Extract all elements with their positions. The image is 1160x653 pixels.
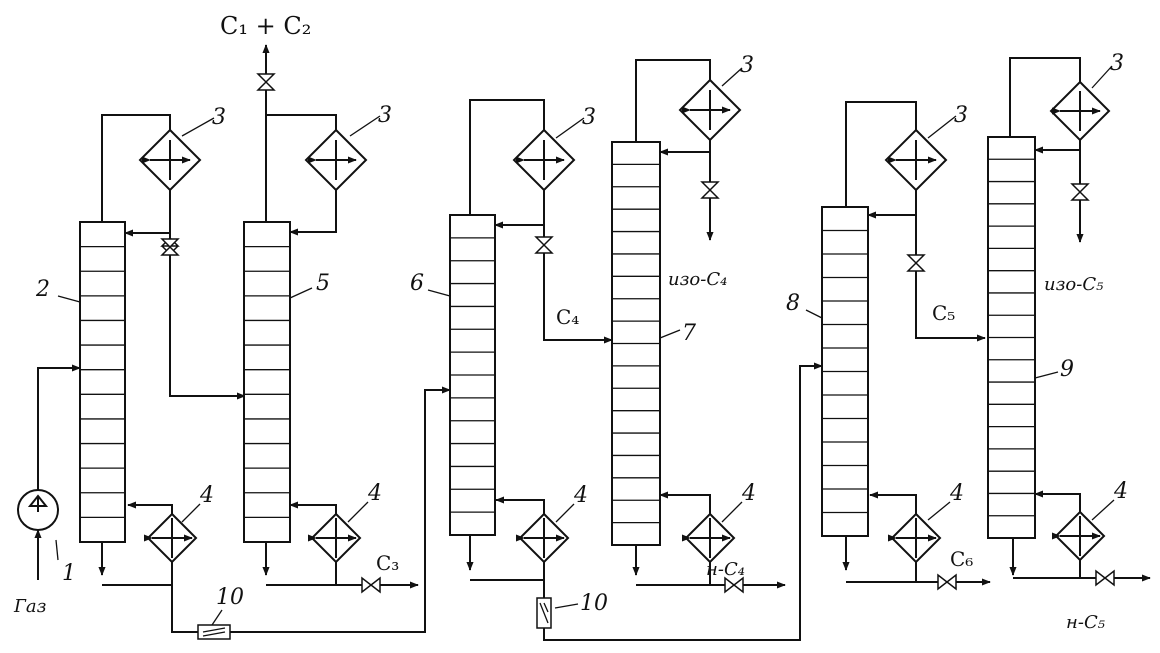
valve-icon [256,73,276,91]
column-7-overhead [635,59,711,142]
number-column-9: 9 [1060,357,1074,382]
column-9 [987,136,1036,539]
column-6-reflux [494,190,545,229]
number-reboiler-a: 4 [199,483,214,508]
reboiler-4-c [515,512,570,564]
column-2-reboiler-feed [102,562,173,586]
throttle-10-a [197,624,231,640]
number-condenser-c: 3 [582,105,596,130]
column-7-n-c4-outlet [636,562,785,585]
throttle-10-b [536,597,552,629]
reboiler-4-d [681,512,736,564]
number-column-8: 8 [786,291,800,316]
column-2-reflux [124,190,171,237]
valve-icon [361,576,381,594]
reboiler-4-e [887,512,942,564]
stream-label-iso-c4: изо-C₄ [668,269,727,290]
number-column-2: 2 [35,277,50,302]
valve-icon [1070,183,1090,201]
stream-label-n-c4: н-C₄ [706,559,745,580]
column-6-reboiler-return [495,496,545,514]
reboiler-4-f [1051,510,1106,562]
stream-label-iso-c5: изо-C₅ [1044,274,1103,295]
valve-icon [937,573,957,591]
number-reboiler-d: 4 [741,481,756,506]
column-8 [821,206,869,537]
condenser-3-c [512,128,576,192]
column-2-to-column-5 [169,233,246,400]
column-2 [79,221,126,543]
stream-label-feed-gas: Газ [13,596,46,617]
number-column-5: 5 [316,271,330,296]
number-throttle-a: 10 [216,585,244,610]
condenser-3-a [138,128,202,192]
stream-label-c1-c2: C₁ + C₂ [220,12,311,40]
column-8-reboiler-return [869,491,917,514]
column-7 [611,141,661,546]
number-condenser-f: 3 [1110,51,1124,76]
column-5-reflux [289,190,337,236]
reboiler-4-a [143,512,198,564]
column-6-overhead [469,99,545,215]
column-6-c4-to-column-7 [543,225,613,344]
number-condenser-e: 3 [954,103,968,128]
throttle-2-to-column-8 [543,362,823,641]
valve-icon [1095,569,1115,587]
stream-label-c3: C₃ [376,551,399,575]
condenser-3-d [678,78,742,142]
throttle-1-to-column-6 [230,386,451,633]
feed-pump-to-column-2 [37,364,81,490]
column-7-reboiler-return [659,491,711,514]
number-reboiler-b: 4 [367,481,382,506]
number-condenser-d: 3 [740,53,754,78]
column-9-n-c5-outlet [1013,560,1150,578]
column-9-reboiler-return [1034,490,1081,512]
number-pump: 1 [62,561,76,586]
valve-icon [534,236,554,254]
valve-icon [724,576,744,594]
number-reboiler-c: 4 [573,483,588,508]
condenser-3-f [1049,80,1111,142]
stream-label-c4: C₄ [556,305,579,329]
column-6 [449,214,496,536]
leader-lines [55,65,1115,626]
valve-icon [906,254,926,272]
condenser-3-e [884,128,948,192]
condenser-3-b [304,128,368,192]
column-2-reboiler-return [127,501,173,514]
column-7-reflux [659,140,711,156]
number-condenser-b: 3 [378,103,392,128]
stream-label-n-c5: н-C₅ [1066,612,1105,633]
reboiler-4-b [307,512,362,564]
valve-icon [700,181,720,199]
column-9-reflux [1034,140,1081,154]
number-reboiler-f: 4 [1113,479,1128,504]
number-condenser-a: 3 [212,105,226,130]
valve-icon [160,238,180,256]
column-9-overhead [1009,57,1081,137]
number-reboiler-e: 4 [949,481,964,506]
column-8-reflux [867,190,917,219]
pump-1 [17,489,59,531]
column-8-overhead [845,101,917,207]
number-throttle-b: 10 [580,591,608,616]
number-column-7: 7 [682,321,696,346]
column-5-reboiler-return [289,501,337,514]
number-column-6: 6 [410,271,424,296]
column-6-reboiler-feed [470,562,545,581]
column-5-condenser-line [266,114,337,130]
column-2-to-column-6 [171,585,198,633]
stream-label-c5: C₅ [932,301,955,325]
piping [34,44,1150,641]
column-5 [243,221,291,543]
stream-label-c6: C₆ [950,547,973,571]
column-2-overhead [101,114,171,222]
